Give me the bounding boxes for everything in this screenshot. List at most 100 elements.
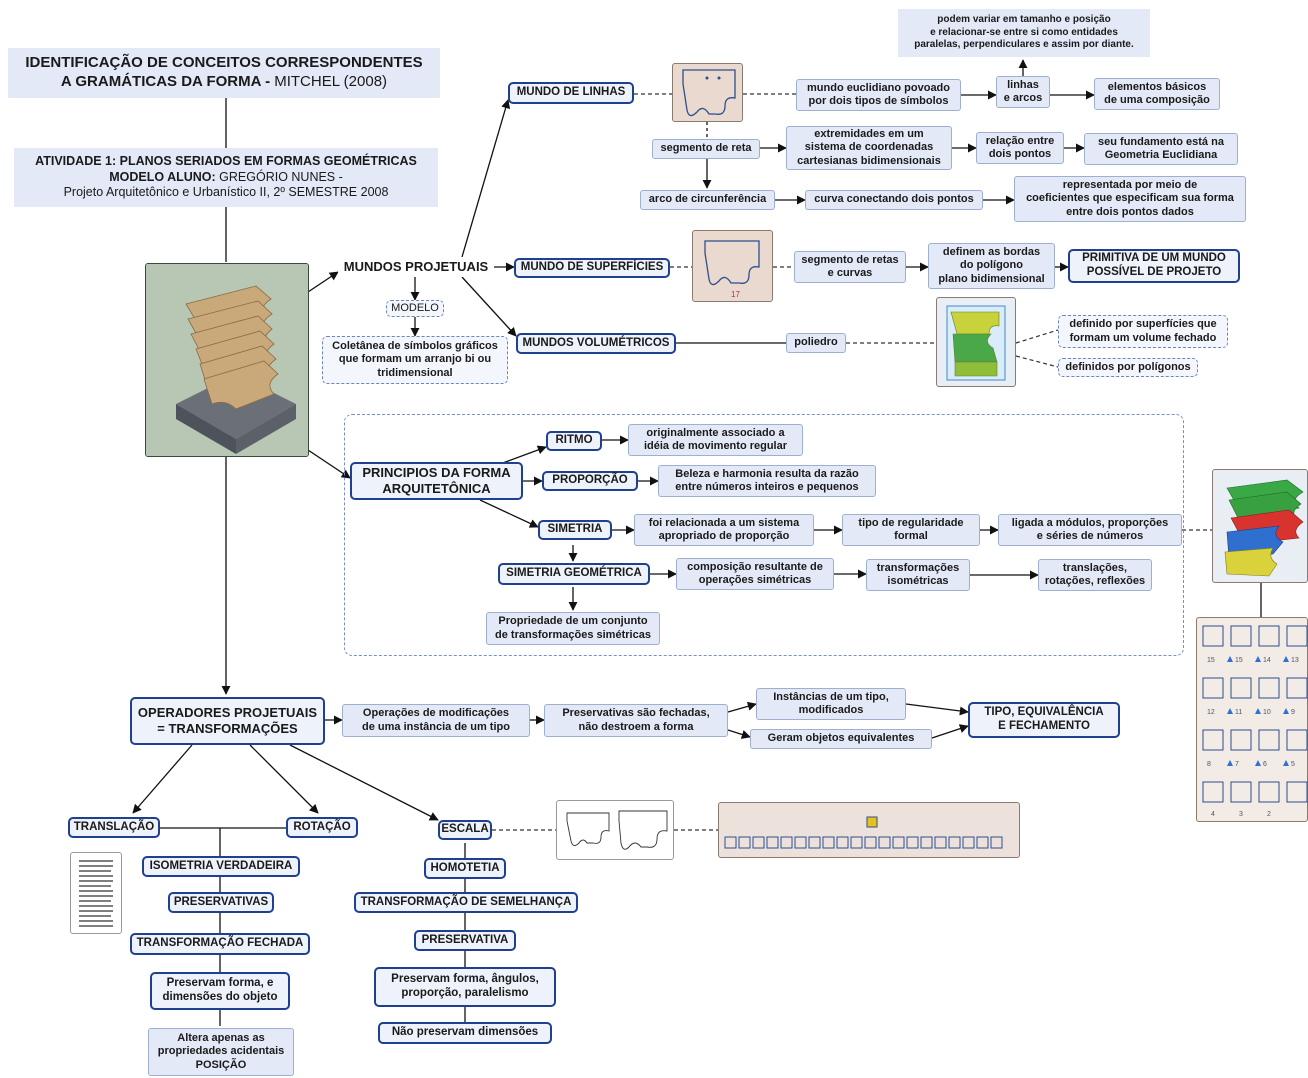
- translation-sketch: [79, 860, 113, 927]
- node-altera: Altera apenas as propriedades acidentais…: [148, 1028, 294, 1076]
- seq-num: 3: [1239, 811, 1243, 818]
- scale-sequence-sketch: [724, 816, 1003, 849]
- sequence-sketch: 15 15 14 13 12 11 10 9 8 7 6 5 4 3 2: [1202, 625, 1308, 818]
- node-preservativa: PRESERVATIVA: [414, 930, 516, 951]
- page-title: IDENTIFICAÇÃO DE CONCEITOS CORRESPONDENT…: [8, 48, 440, 98]
- node-equivalentes: Geram objetos equivalentes: [750, 729, 932, 749]
- node-ritmo-desc: originalmente associado a idéia de movim…: [628, 424, 803, 456]
- node-definem-bordas: definem as bordas do polígono plano bidi…: [928, 243, 1055, 289]
- note-podem-variar: podem variar em tamanho e posição e rela…: [898, 9, 1150, 57]
- seq-num: 15: [1235, 657, 1243, 664]
- node-transf-fechada: TRANSFORMAÇÃO FECHADA: [130, 933, 310, 955]
- node-coletanea: Coletânea de símbolos gráficos que forma…: [322, 336, 508, 384]
- node-mundo-de-superficies: MUNDO DE SUPERFÍCIES: [514, 258, 670, 278]
- scale-sequence-thumbnail: [718, 802, 1020, 858]
- node-fundamento: seu fundamento está na Geometria Euclidi…: [1084, 133, 1238, 165]
- node-mundos-projetuais: MUNDOS PROJETUAIS: [338, 257, 494, 277]
- scale-sketch: [566, 810, 668, 850]
- seq-num: 11: [1235, 709, 1242, 716]
- node-mundo-de-linhas: MUNDO DE LINHAS: [508, 82, 634, 104]
- seq-num: 2: [1267, 811, 1271, 818]
- surfaces-world-sketch: 17: [704, 240, 760, 299]
- node-simetria-geometrica: SIMETRIA GEOMÉTRICA: [498, 563, 650, 585]
- node-ritmo: RITMO: [546, 431, 602, 451]
- node-composicao: composição resultante de operações simét…: [676, 558, 834, 590]
- node-primitiva: PRIMITIVA DE UM MUNDO POSSÍVEL DE PROJET…: [1068, 249, 1240, 283]
- node-modelo: MODELO: [386, 300, 444, 317]
- volumes-world-thumbnail: [936, 297, 1016, 387]
- node-curva-pontos: curva conectando dois pontos: [805, 190, 983, 210]
- course-line: Projeto Arquitetônico e Urbanístico II, …: [63, 185, 389, 200]
- lines-world-thumbnail: [672, 63, 743, 122]
- node-definido-superficies: definido por superfícies que formam um v…: [1058, 315, 1228, 348]
- node-mundos-volumetricos: MUNDOS VOLUMÉTRICOS: [516, 333, 676, 354]
- node-relacao-pontos: relação entre dois pontos: [976, 132, 1064, 164]
- node-preservativas: PRESERVATIVAS: [168, 892, 274, 913]
- node-instancias: Instâncias de um tipo, modificados: [756, 688, 906, 720]
- seq-num: 5: [1291, 761, 1295, 768]
- title-line-2: A GRAMÁTICAS DA FORMA -: [60, 73, 275, 90]
- student-name: GREGÓRIO NUNES -: [219, 169, 343, 184]
- node-proporcao: PROPORÇÃO: [542, 471, 638, 491]
- node-rotacao: ROTAÇÃO: [286, 817, 358, 838]
- node-arco-circunferencia: arco de circunferência: [640, 190, 775, 210]
- node-transf-isometricas: transformações isométricas: [866, 559, 970, 591]
- sequence-thumbnail: 15 15 14 13 12 11 10 9 8 7 6 5 4 3 2: [1196, 617, 1308, 822]
- model-photo-drawing: [146, 264, 308, 456]
- node-isometria: ISOMETRIA VERDADEIRA: [142, 856, 300, 877]
- node-preservam-forma-dim: Preservam forma, e dimensões do objeto: [150, 972, 290, 1010]
- stacked-layers-thumbnail: [1212, 469, 1308, 583]
- node-modulos: ligada a módulos, proporções e séries de…: [998, 514, 1182, 546]
- node-preservativas-fechadas: Preservativas são fechadas, não destroem…: [544, 704, 728, 737]
- seq-num: 13: [1291, 657, 1299, 664]
- node-segmento-de-reta: segmento de reta: [652, 139, 760, 159]
- seq-num: 7: [1235, 761, 1239, 768]
- surface-number: 17: [731, 290, 740, 299]
- node-transf-semelhanca: TRANSFORMAÇÃO DE SEMELHANÇA: [354, 892, 578, 913]
- node-extremidades: extremidades em um sistema de coordenada…: [786, 126, 952, 170]
- node-linhas-arcos: linhas e arcos: [996, 76, 1050, 108]
- node-simetria-desc: foi relacionada a um sistema apropriado …: [634, 514, 814, 546]
- node-mundo-euclidiano: mundo euclidiano povoado por dois tipos …: [796, 79, 961, 111]
- node-translacao: TRANSLAÇÃO: [68, 817, 160, 838]
- node-poliedro: poliedro: [786, 333, 846, 353]
- seq-num: 6: [1263, 761, 1267, 768]
- volumes-world-sketch: [946, 305, 1006, 381]
- node-homotetia: HOMOTETIA: [424, 858, 506, 879]
- seq-num: 4: [1211, 811, 1215, 818]
- scale-thumbnail: [556, 800, 674, 860]
- node-preservam-forma-ang: Preservam forma, ângulos, proporção, par…: [374, 967, 556, 1007]
- node-operacoes: Operações de modificações de uma instânc…: [342, 704, 530, 737]
- activity-header: ATIVIDADE 1: PLANOS SERIADOS EM FORMAS G…: [14, 148, 438, 207]
- stacked-layers-sketch: [1224, 479, 1304, 577]
- node-operadores: OPERADORES PROJETUAIS = TRANSFORMAÇÕES: [130, 697, 325, 745]
- seq-num: 14: [1263, 657, 1271, 664]
- seq-num: 8: [1207, 761, 1211, 768]
- seq-num: 12: [1207, 709, 1215, 716]
- node-elementos-basicos: elementos básicos de uma composição: [1094, 78, 1220, 110]
- node-segmento-retas-curvas: segmento de retas e curvas: [794, 251, 906, 283]
- node-translacoes: translações, rotações, reflexões: [1038, 559, 1152, 591]
- model-photo: [145, 263, 309, 457]
- seq-num: 10: [1263, 709, 1271, 716]
- node-nao-preservam: Não preservam dimensões: [378, 1022, 552, 1044]
- seq-num: 9: [1291, 709, 1295, 716]
- student-label: MODELO ALUNO:: [109, 169, 220, 184]
- node-definidos-poligonos: definidos por polígonos: [1058, 358, 1198, 377]
- activity-line: ATIVIDADE 1: PLANOS SERIADOS EM FORMAS G…: [35, 154, 417, 169]
- surfaces-world-thumbnail: 17: [692, 230, 773, 302]
- node-principios: PRINCIPIOS DA FORMA ARQUITETÔNICA: [350, 462, 523, 500]
- title-line-1: IDENTIFICAÇÃO DE CONCEITOS CORRESPONDENT…: [25, 54, 423, 72]
- title-author: MITCHEL (2008): [274, 73, 388, 90]
- seq-num: 15: [1207, 657, 1215, 664]
- node-regularidade: tipo de regularidade formal: [842, 514, 980, 546]
- node-representada: representada por meio de coeficientes qu…: [1014, 176, 1246, 222]
- node-proporcao-desc: Beleza e harmonia resulta da razão entre…: [658, 465, 876, 497]
- node-simetria: SIMETRIA: [538, 520, 612, 540]
- node-propriedade: Propriedade de um conjunto de transforma…: [486, 612, 660, 645]
- node-escala: ESCALA: [438, 820, 492, 840]
- principles-region: [344, 414, 1184, 656]
- translation-thumbnail: [70, 852, 122, 934]
- node-tipo-equivalencia: TIPO, EQUIVALÊNCIA E FECHAMENTO: [968, 702, 1120, 738]
- lines-world-sketch: [682, 69, 736, 117]
